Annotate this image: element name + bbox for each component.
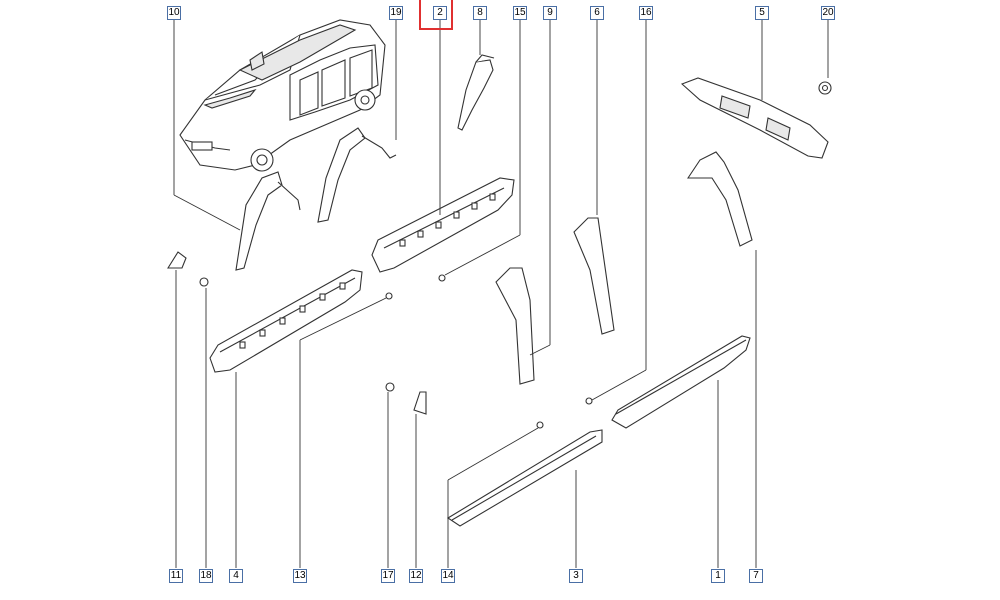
- tailgate-trim-5: [680, 77, 829, 159]
- wheel-arch-trim-rear: [317, 127, 397, 223]
- door-moulding-4: [209, 269, 363, 373]
- callout-20[interactable]: 20: [821, 6, 835, 20]
- lower-moulding-1: [611, 335, 751, 429]
- callout-12[interactable]: 12: [409, 569, 423, 583]
- callout-6[interactable]: 6: [590, 6, 604, 20]
- leader-lines: [173, 19, 829, 568]
- lower-moulding-3: [446, 429, 603, 527]
- callout-18[interactable]: 18: [199, 569, 213, 583]
- fasteners: [199, 81, 832, 429]
- quarter-trim-7: [686, 151, 753, 247]
- moulding-clips-front: [239, 282, 346, 349]
- callout-15[interactable]: 15: [513, 6, 527, 20]
- callout-17[interactable]: 17: [381, 569, 395, 583]
- moulding-clips: [399, 193, 496, 247]
- callout-16[interactable]: 16: [639, 6, 653, 20]
- callout-13[interactable]: 13: [293, 569, 307, 583]
- callout-9[interactable]: 9: [543, 6, 557, 20]
- door-moulding-2: [371, 177, 515, 273]
- callout-1[interactable]: 1: [711, 569, 725, 583]
- callout-19[interactable]: 19: [389, 6, 403, 20]
- callout-4[interactable]: 4: [229, 569, 243, 583]
- callout-8[interactable]: 8: [473, 6, 487, 20]
- pillar-trim-6: [573, 217, 615, 335]
- vehicle-illustration: [179, 19, 386, 172]
- callout-11[interactable]: 11: [169, 569, 183, 583]
- pillar-trim-15: [495, 267, 535, 385]
- pillar-trim-8: [457, 54, 495, 131]
- wheel-arch-trim-front: [235, 171, 301, 271]
- callout-3[interactable]: 3: [569, 569, 583, 583]
- callout-7[interactable]: 7: [749, 569, 763, 583]
- callout-10[interactable]: 10: [167, 6, 181, 20]
- callout-5[interactable]: 5: [755, 6, 769, 20]
- trim-piece-12: [413, 391, 427, 415]
- callout-14[interactable]: 14: [441, 569, 455, 583]
- callout-2[interactable]: 2: [433, 6, 447, 20]
- clip-11: [167, 251, 187, 269]
